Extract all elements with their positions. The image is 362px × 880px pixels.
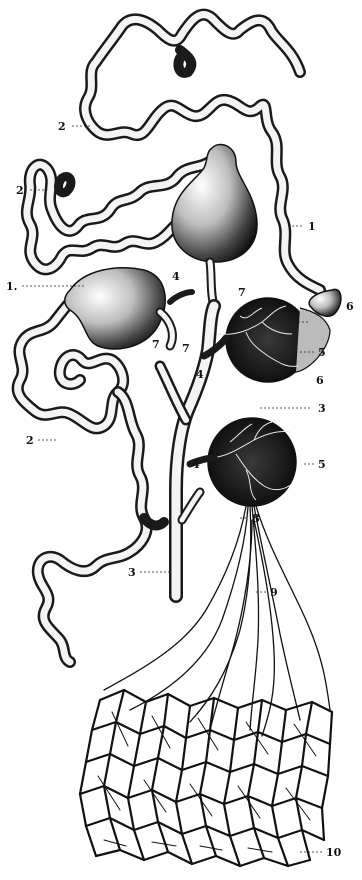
label-6-edge: 6 [346,300,354,313]
label-7-left: 7 [152,338,160,351]
label-1-left: 1. [6,280,17,293]
label-5-lower: 5 [318,458,326,471]
label-4-low: 4 [192,458,200,471]
label-3-trunk: 3 [128,566,136,579]
label-7-center: 7 [182,342,190,355]
label-10: 10 [326,846,342,859]
left-pear-sac [65,268,173,349]
label-4-mid: 4 [196,368,204,381]
capillary-network [80,690,332,866]
label-2-top: 2 [58,120,66,133]
label-5-upper: 5 [318,346,326,359]
label-3-right: 3 [318,402,326,415]
label-2-mid: 2 [16,184,24,197]
label-1-right: 1 [308,220,316,233]
label-8: 8 [252,512,260,525]
label-7-top: 7 [238,286,246,299]
label-6-mid: 6 [316,374,324,387]
label-4-top: 4 [172,270,180,283]
label-9: 9 [270,586,278,599]
label-2-low: 2 [26,434,34,447]
right-sac-with-vessels [226,289,341,382]
